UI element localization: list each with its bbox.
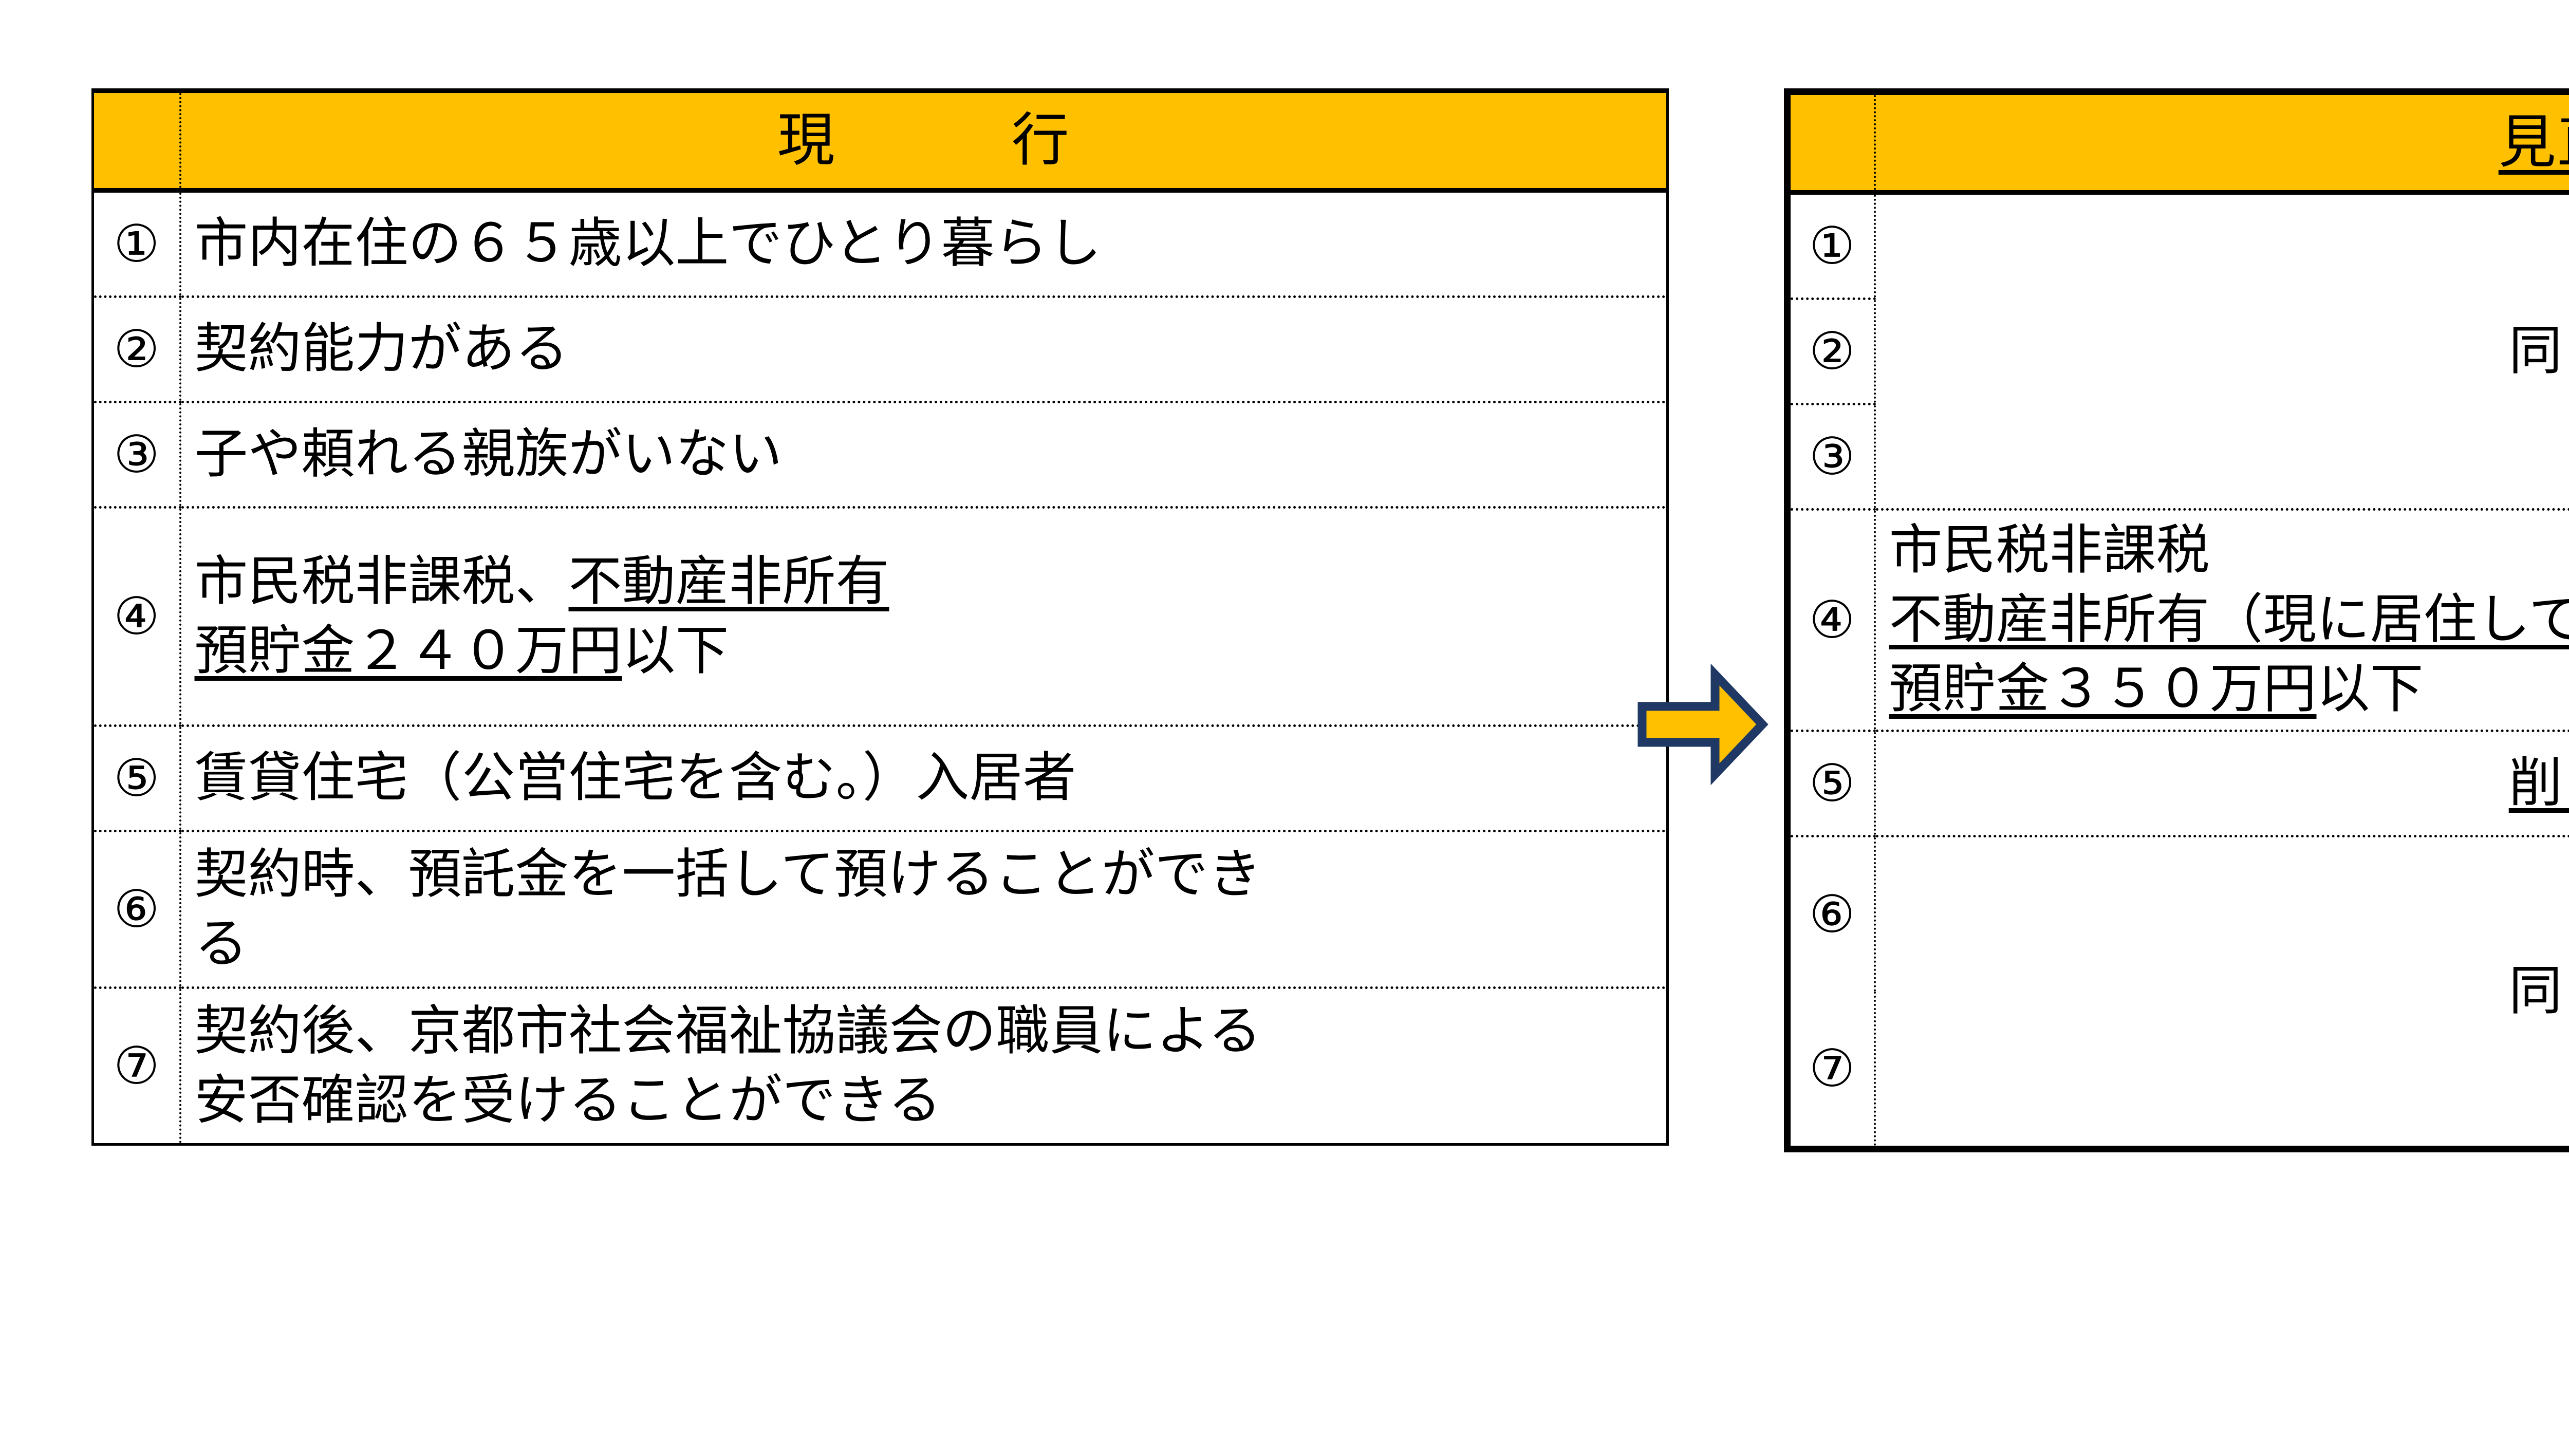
revised-criteria-panel: 見直し後 ① 同 左 ② ③ ④ — [1784, 88, 2569, 1152]
row-content: 子や頼れる親族がいない — [180, 401, 1668, 508]
content-line: 賃貸住宅（公営住宅を含む。）入居者 — [194, 749, 1076, 808]
current-header-number-cell — [92, 88, 181, 193]
row-content: 削 除 — [1874, 729, 2569, 836]
row-content: 契約能力がある — [180, 295, 1668, 402]
current-header-title-cell: 現 行 — [180, 88, 1668, 193]
content-segment: 市民税非課税、 — [194, 552, 569, 611]
content-line: 契約能力がある — [194, 320, 569, 379]
content-line: 契約後、京都市社会福祉協議会の職員による — [194, 1001, 1262, 1061]
row-content: 契約時、預託金を一括して預けることができ る — [180, 830, 1668, 988]
content-line: る — [194, 914, 248, 974]
row-number: ③ — [92, 401, 181, 508]
revised-header-title: 見直し後 — [2498, 110, 2569, 175]
table-row: ⑥ 契約時、預託金を一括して預けることができ る — [92, 830, 1668, 988]
content-line: 子や頼れる親族がいない — [194, 425, 783, 484]
content-line: 市民税非課税、不動産非所有 — [195, 547, 1667, 617]
row-number: ⑤ — [92, 724, 181, 831]
table-row: ⑥ 同 左 — [1787, 834, 2569, 1149]
row-content: 市民税非課税 不動産非所有（現に居住している場合を除く。） 預貯金３５０万円以下 — [1874, 508, 2569, 731]
table-row: ④ 市民税非課税 不動産非所有（現に居住している場合を除く。） 預貯金３５０万円… — [1787, 508, 2569, 731]
current-criteria-table: 現 行 ① 市内在住の６５歳以上でひとり暮らし ② 契約能力がある — [91, 88, 1669, 1146]
content-line: 預貯金３５０万円以下 — [1889, 655, 2569, 724]
content-line: 契約時、預託金を一括して預けることができ — [194, 845, 1262, 904]
row-number: ② — [92, 295, 181, 402]
content-line: 市民税非課税 — [1889, 521, 2210, 580]
table-row: ⑤ 削 除 — [1787, 729, 2569, 836]
row-number: ② — [1787, 297, 1876, 404]
revised-table-header-row: 見直し後 — [1787, 91, 2569, 195]
table-row: ① 市内在住の６５歳以上でひとり暮らし — [92, 190, 1668, 297]
table-row: ⑦ 契約後、京都市社会福祉協議会の職員による 安否確認を受けることができる — [92, 986, 1668, 1145]
revised-header-number-cell — [1787, 91, 1876, 195]
row-number: ⑦ — [1787, 991, 1876, 1149]
current-criteria-panel: 現 行 ① 市内在住の６５歳以上でひとり暮らし ② 契約能力がある — [91, 88, 1669, 1146]
row-number: ⑦ — [92, 986, 181, 1145]
row-number: ① — [1787, 192, 1876, 299]
row-number: ③ — [1787, 403, 1876, 510]
row-number: ① — [92, 190, 181, 297]
table-row: ① 同 左 — [1787, 192, 2569, 381]
content-line: 市内在住の６５歳以上でひとり暮らし — [194, 214, 1102, 274]
row-number: ⑥ — [92, 830, 181, 988]
content-line: 預貯金２４０万円以下 — [195, 617, 1667, 686]
row-content: 賃貸住宅（公営住宅を含む。）入居者 — [180, 724, 1668, 831]
content-segment-underlined: 預貯金２４０万円 — [194, 622, 622, 681]
content-segment-underlined: 預貯金３５０万円 — [1889, 660, 2317, 719]
row-number: ⑥ — [1787, 834, 1876, 992]
content-line: 同 左 — [2508, 961, 2569, 1021]
revised-criteria-table: 見直し後 ① 同 左 ② ③ ④ — [1784, 88, 2569, 1152]
revised-header-title-cell: 見直し後 — [1874, 91, 2569, 195]
table-row: ③ — [1787, 403, 2569, 510]
row-content-merged: 同 左 — [1874, 834, 2569, 1149]
content-line: 安否確認を受けることができる — [194, 1071, 942, 1130]
content-line: 不動産非所有（現に居住している場合を除く。） — [1889, 585, 2569, 655]
content-line: 同 左 — [2508, 322, 2569, 381]
row-number: ④ — [92, 506, 181, 726]
table-row: ⑦ — [1787, 991, 2569, 1149]
content-segment: 以下 — [622, 622, 729, 681]
current-header-title: 現 行 — [777, 108, 1070, 173]
content-segment: 以下 — [2316, 660, 2424, 719]
table-row: ③ 子や頼れる親族がいない — [92, 401, 1668, 508]
table-row: ② 契約能力がある — [92, 295, 1668, 402]
content-segment-underlined: 不動産非所有 — [568, 552, 889, 611]
row-number: ④ — [1787, 508, 1876, 731]
table-row: ⑤ 賃貸住宅（公営住宅を含む。）入居者 — [92, 724, 1668, 831]
row-content: 契約後、京都市社会福祉協議会の職員による 安否確認を受けることができる — [180, 986, 1668, 1145]
current-table-header-row: 現 行 — [92, 88, 1668, 193]
row-content: 市民税非課税、不動産非所有 預貯金２４０万円以下 — [180, 506, 1668, 726]
right-arrow-icon — [1633, 660, 1772, 789]
table-row: ④ 市民税非課税、不動産非所有 預貯金２４０万円以下 — [92, 506, 1668, 726]
row-content: 市内在住の６５歳以上でひとり暮らし — [180, 191, 1668, 297]
row-content-merged: 同 左 — [1875, 193, 2569, 510]
content-line-underlined: 削 除 — [2508, 753, 2569, 813]
table-row: ② — [1787, 297, 2569, 404]
row-number: ⑤ — [1787, 729, 1876, 836]
content-segment-underlined: 不動産非所有（現に居住している場合を除く。） — [1889, 590, 2569, 650]
